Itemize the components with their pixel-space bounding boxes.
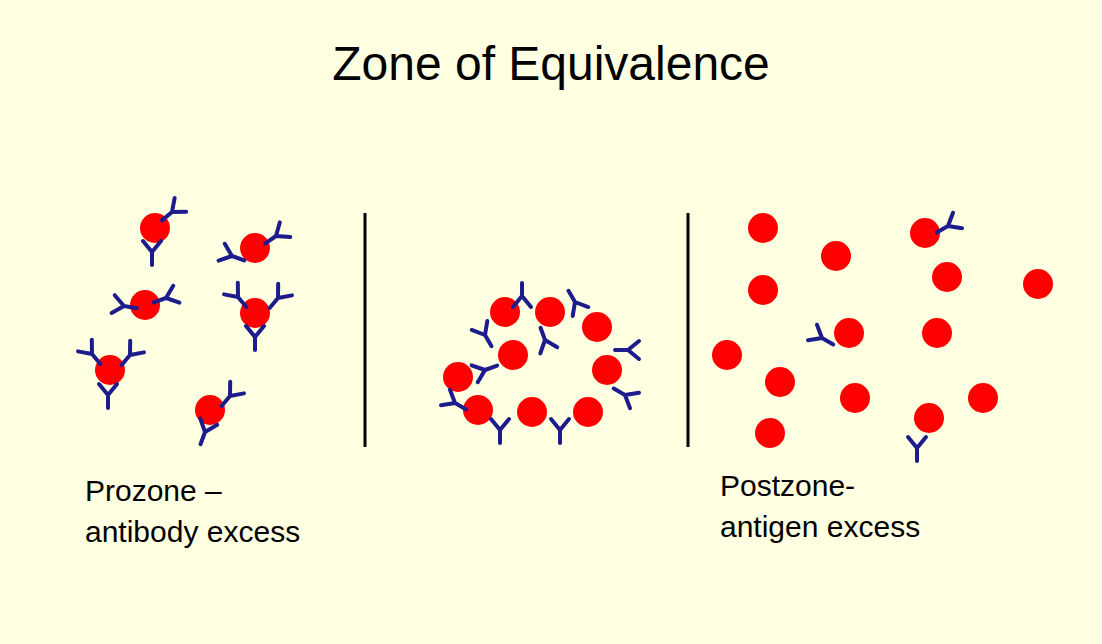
antigen-group [712,213,1053,448]
antibody-group [441,283,639,443]
diagram-title: Zone of Equivalence [0,36,1102,92]
divider [364,213,367,447]
antigen-group [443,297,622,427]
antibody-group [808,213,962,461]
zone-label: Prozone – antibody excess [85,470,325,552]
divider [687,213,690,447]
antibody-group [78,198,292,447]
antigen-group [95,213,270,425]
zone-label: Postzone- antigen excess [720,465,942,547]
